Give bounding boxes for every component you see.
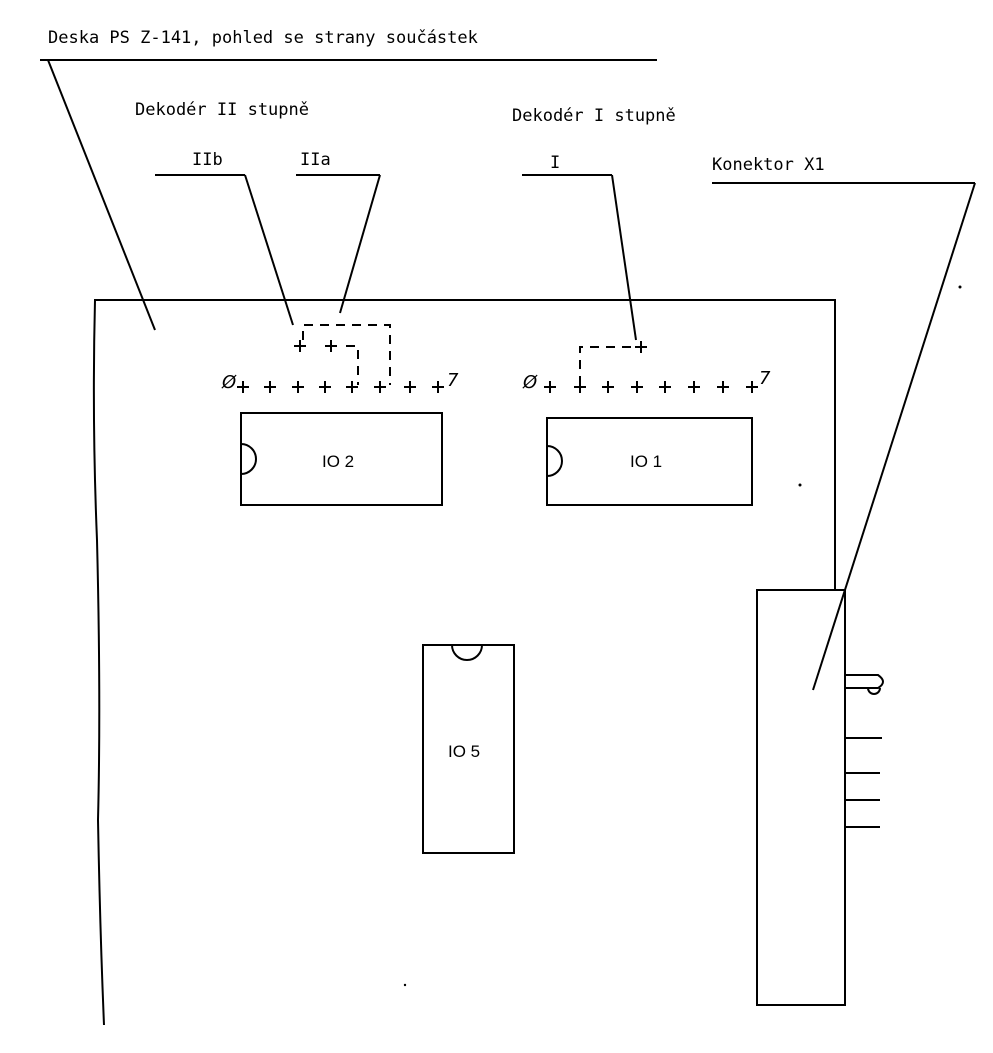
iia-label: IIa <box>300 150 331 170</box>
pin-pad <box>237 381 249 393</box>
pin-pad <box>574 381 586 393</box>
chip-io5 <box>422 644 515 854</box>
chip-io1-notch <box>546 445 563 477</box>
decoder2-label: Dekodér II stupně <box>135 100 309 120</box>
ic2-pin-start: Ø <box>221 372 237 393</box>
pin-pad <box>544 381 556 393</box>
pin-pad <box>346 381 358 393</box>
connector-label: Konektor X1 <box>712 155 825 175</box>
speck <box>798 483 802 487</box>
ic1-pin-end: 7 <box>759 368 771 389</box>
pin-pad <box>717 381 729 393</box>
i-leader <box>611 174 637 341</box>
iib-leader <box>244 174 294 326</box>
decoder1-label: Dekodér I stupně <box>512 106 676 126</box>
pin-pad <box>635 341 647 353</box>
jumper-iia <box>302 324 391 385</box>
pin-pad <box>746 381 758 393</box>
pin-pad <box>319 381 331 393</box>
iib-label: IIb <box>192 150 223 170</box>
pin-pad <box>404 381 416 393</box>
pin-pad <box>374 381 386 393</box>
ic1-pin-start: Ø <box>522 372 538 393</box>
speck <box>403 983 407 987</box>
title-leader <box>47 59 156 331</box>
connector-x1 <box>756 589 846 1006</box>
chip-io2-notch <box>240 443 257 475</box>
pin-pad <box>294 340 306 352</box>
chip-io2-label: IO 2 <box>322 452 354 471</box>
pin-pad <box>432 381 444 393</box>
jumper-iib <box>346 345 359 385</box>
chip-io1 <box>546 417 753 506</box>
connector-leader <box>812 182 976 691</box>
pin-pad <box>325 340 337 352</box>
chip-io5-label: IO 5 <box>448 742 480 761</box>
connector-tab <box>845 674 884 689</box>
ic2-pin-end: 7 <box>447 370 459 391</box>
chip-io1-label: IO 1 <box>630 452 662 471</box>
chip-io5-notch <box>451 644 483 661</box>
iia-leader <box>339 174 381 314</box>
pin-pad <box>688 381 700 393</box>
board-outline <box>92 299 836 1026</box>
pin-pad <box>602 381 614 393</box>
pin-pad <box>659 381 671 393</box>
pin-pad <box>631 381 643 393</box>
pin-rows <box>237 340 758 393</box>
chip-io2 <box>240 412 443 506</box>
connector-tab-hole <box>867 687 881 695</box>
diagram-title: Deska PS Z-141, pohled se strany součást… <box>48 28 478 48</box>
jumper-i <box>579 346 636 385</box>
speck <box>958 285 962 289</box>
i-label: I <box>550 153 560 173</box>
pin-pad <box>292 381 304 393</box>
pin-pad <box>264 381 276 393</box>
